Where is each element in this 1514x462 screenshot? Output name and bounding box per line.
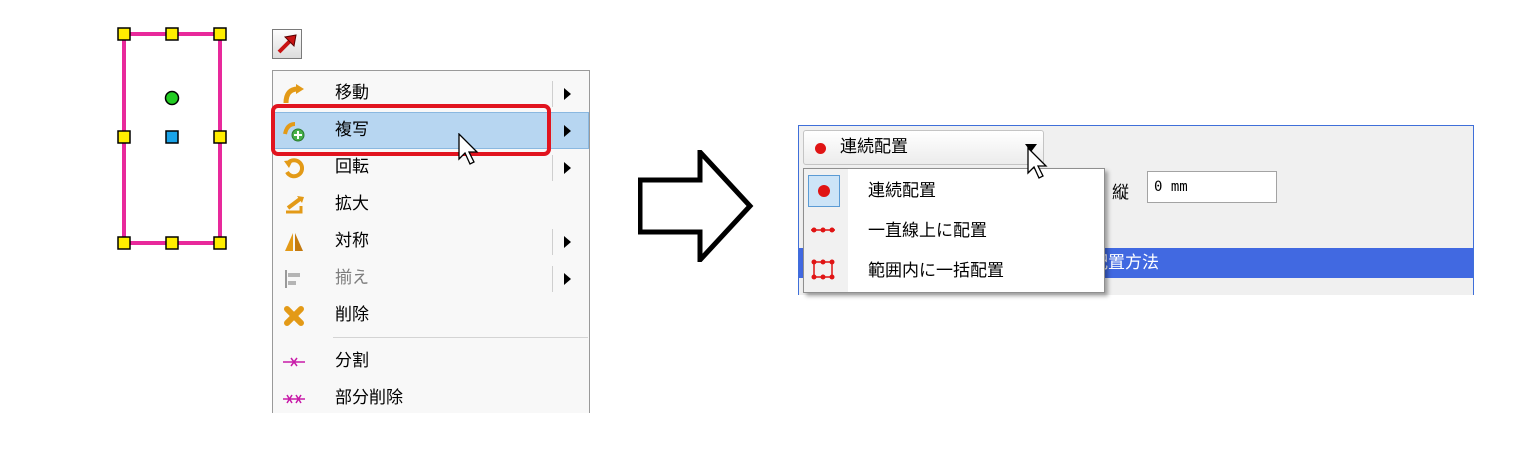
menu-item-mirror[interactable]: 対称	[273, 223, 589, 260]
edit-arrow-icon	[277, 34, 297, 54]
vertical-label: 縦	[1112, 183, 1129, 203]
big-right-arrow-icon	[638, 150, 754, 262]
menu-item-label: 移動	[335, 83, 369, 103]
context-menu: 移動 複写 回転 拡大 対称 揃え	[272, 70, 590, 413]
submenu-arrow-icon	[564, 162, 571, 174]
emphasis-highlight-box	[271, 104, 551, 156]
mouse-cursor-icon	[458, 133, 479, 165]
menu-item-label: 揃え	[335, 268, 369, 288]
split-icon	[283, 351, 305, 373]
edit-tool-button[interactable]	[272, 29, 302, 59]
mouse-cursor-icon	[1027, 147, 1048, 179]
menu-item-scale[interactable]: 拡大	[273, 186, 589, 223]
menu-item-delete[interactable]: 削除	[273, 297, 589, 334]
move-icon	[283, 83, 305, 105]
grip-handle-top-right[interactable]	[213, 27, 227, 41]
dropdown-option-linear[interactable]: 一直線上に配置	[804, 211, 1104, 251]
center-handle[interactable]	[165, 130, 179, 144]
dropdown-option-continuous[interactable]: 連続配置	[804, 171, 1104, 211]
grip-handle-bottom-left[interactable]	[117, 236, 131, 250]
grip-handle-bottom-right[interactable]	[213, 236, 227, 250]
line-dots-icon	[808, 215, 840, 247]
submenu-arrow-icon	[564, 125, 571, 137]
selected-shape[interactable]	[117, 27, 227, 250]
placement-mode-combo[interactable]: 連続配置	[803, 130, 1044, 165]
menu-separator	[552, 81, 553, 107]
menu-item-label: 複写	[335, 120, 369, 140]
rotate-icon	[283, 157, 305, 179]
menu-separator	[552, 266, 553, 292]
placement-mode-dropdown: 連続配置 一直線上に配置 範囲内に一括配置	[803, 168, 1105, 293]
grip-handle-top-left[interactable]	[117, 27, 131, 41]
menu-item-move[interactable]: 移動	[273, 75, 589, 112]
dropdown-option-area[interactable]: 範囲内に一括配置	[804, 251, 1104, 291]
dropdown-option-label: 範囲内に一括配置	[868, 261, 1004, 281]
menu-item-partial-delete[interactable]: 部分削除	[273, 380, 589, 417]
dropdown-option-label: 連続配置	[868, 181, 936, 201]
menu-item-align[interactable]: 揃え	[273, 260, 589, 297]
menu-separator	[552, 155, 553, 181]
dropdown-arrow-icon[interactable]	[1025, 144, 1037, 152]
submenu-arrow-icon	[564, 88, 571, 100]
menu-item-split[interactable]: 分割	[273, 343, 589, 380]
mirror-icon	[283, 231, 305, 253]
pivot-handle[interactable]	[164, 90, 180, 106]
selected-shape-graphic	[117, 27, 227, 250]
menu-item-rotate[interactable]: 回転	[273, 149, 589, 186]
scale-icon	[283, 194, 305, 216]
menu-item-label: 拡大	[335, 194, 369, 214]
grid-dots-icon	[808, 255, 840, 287]
menu-separator	[552, 118, 553, 144]
dot-icon	[815, 143, 826, 154]
dropdown-option-label: 一直線上に配置	[868, 221, 987, 241]
delete-icon	[283, 305, 305, 327]
grip-handle-middle-left[interactable]	[117, 130, 131, 144]
grip-handle-top-center[interactable]	[165, 27, 179, 41]
grip-handle-middle-right[interactable]	[213, 130, 227, 144]
copy-icon	[283, 120, 305, 142]
menu-item-copy[interactable]: 複写	[273, 112, 589, 149]
menu-item-label: 回転	[335, 157, 369, 177]
submenu-arrow-icon	[564, 236, 571, 248]
vertical-spacing-input[interactable]: 0 mm	[1147, 171, 1277, 203]
menu-item-label: 対称	[335, 231, 369, 251]
combo-selected-label: 連続配置	[840, 137, 908, 157]
grip-handle-bottom-center[interactable]	[165, 236, 179, 250]
placement-method-label: 配置方法	[1091, 253, 1159, 273]
menu-separator	[552, 229, 553, 255]
dot-icon	[808, 175, 840, 207]
menu-item-label: 削除	[335, 305, 369, 325]
menu-item-label: 分割	[335, 351, 369, 371]
menu-divider	[333, 337, 588, 338]
align-icon	[283, 268, 305, 290]
submenu-arrow-icon	[564, 273, 571, 285]
menu-item-label: 部分削除	[335, 388, 403, 408]
partial-delete-icon	[283, 388, 305, 410]
